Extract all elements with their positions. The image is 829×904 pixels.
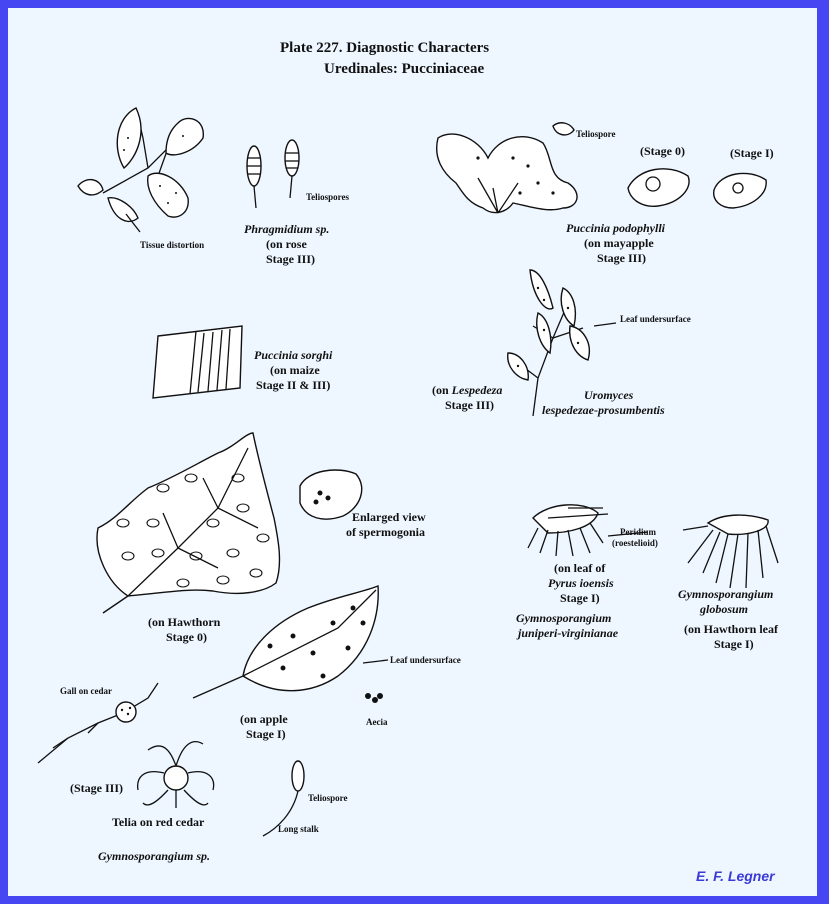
uromyces-name-genus: Uromyces	[584, 388, 634, 402]
uromyces-host-prefix: (on	[432, 383, 452, 397]
phragmidium-teliospores-drawing	[246, 139, 300, 209]
apple-leaf-undersurface-label: Leaf undersurface	[390, 655, 461, 665]
lespedeza-branch-drawing	[507, 269, 617, 417]
spermogonia-enlarged-label-line2: of spermogonia	[346, 525, 425, 539]
telia-on-red-cedar-label: Telia on red cedar	[112, 815, 205, 829]
aecia-label: Aecia	[366, 717, 388, 727]
hawthorn-host: (on Hawthorn	[148, 615, 221, 629]
globosum-stage: Stage I)	[714, 637, 754, 651]
spermogonia-enlarged-drawing	[299, 469, 363, 520]
sorghi-host: (on maize	[270, 363, 320, 377]
peridium-label: Peridium	[620, 527, 656, 537]
uromyces-name-species: lespedezae-prosumbentis	[542, 403, 665, 417]
author-signature: E. F. Legner	[696, 868, 775, 884]
globosum-name-genus: Gymnosporangium	[678, 587, 774, 601]
globosum-host: (on Hawthorn leaf	[684, 622, 778, 636]
telia-on-cedar-drawing	[137, 741, 215, 808]
gymnosporangium-sp-name: Gymnosporangium sp.	[98, 849, 211, 863]
apple-host: (on apple	[240, 712, 288, 726]
mayapple-leaf-drawing	[436, 122, 578, 214]
lespedeza-leaf-undersurface-label: Leaf undersurface	[620, 314, 691, 324]
globosum-name-species: globosum	[700, 602, 749, 616]
sorghi-stage: Stage II & III)	[256, 378, 331, 392]
juniperi-stage: Stage I)	[560, 591, 600, 605]
mayapple-stage-drawings	[627, 168, 767, 209]
cedar-gall-drawing	[37, 682, 159, 764]
phragmidium-name: Phragmidium sp.	[244, 222, 330, 236]
apple-leaf-drawing	[192, 585, 389, 703]
maize-leaf-drawing	[152, 325, 243, 399]
juniperi-host-line1: (on leaf of	[554, 561, 606, 575]
cedar-teliospore-label: Teliospore	[308, 793, 348, 803]
plate-title: Plate 227. Diagnostic Characters	[280, 40, 490, 56]
peridium-type-label: (roestelioid)	[612, 538, 658, 548]
podophylli-name: Puccinia podophylli	[566, 221, 665, 235]
podophylli-stage0-label: (Stage 0)	[640, 144, 685, 158]
uromyces-stage: Stage III)	[445, 398, 495, 412]
plate-illustrations	[37, 107, 779, 837]
podophylli-stage: Stage III)	[597, 251, 647, 265]
spermogonia-enlarged-label-line1: Enlarged view	[352, 510, 426, 524]
sorghi-name: Puccinia sorghi	[254, 348, 333, 362]
hawthorn-stage: Stage 0)	[166, 630, 207, 644]
hawthorn-leaf-drawing	[96, 432, 281, 614]
cedar-stage-label: (Stage III)	[70, 781, 123, 795]
uromyces-host-genus: Lespedeza	[451, 383, 503, 397]
podophylli-teliospore-label: Teliospore	[576, 129, 616, 139]
uromyces-host: (on Lespedeza	[432, 383, 502, 397]
phragmidium-stage: Stage III)	[266, 252, 316, 266]
tissue-distortion-label: Tissue distortion	[140, 240, 205, 250]
long-stalk-teliospore-drawing	[262, 760, 305, 837]
phragmidium-host: (on rose	[266, 237, 307, 251]
globosum-aecia-drawing	[682, 514, 779, 589]
plate-panel: Plate 227. Diagnostic Characters Uredina…	[8, 8, 817, 896]
podophylli-host: (on mayapple	[584, 236, 654, 250]
plate-subtitle: Uredinales: Pucciniaceae	[324, 61, 485, 77]
podophylli-stage1-label: (Stage I)	[730, 146, 774, 160]
gall-on-cedar-label: Gall on cedar	[60, 686, 112, 696]
rose-branch-drawing	[77, 107, 204, 233]
juniperi-host-line2: Pyrus ioensis	[548, 576, 614, 590]
juniperi-name-genus: Gymnosporangium	[516, 611, 612, 625]
juniperi-aecia-drawing	[527, 504, 649, 557]
juniperi-name-species: juniperi-virginianae	[518, 626, 619, 640]
long-stalk-label: Long stalk	[278, 824, 319, 834]
teliospores-label: Teliospores	[306, 192, 350, 202]
apple-stage: Stage I)	[246, 727, 286, 741]
